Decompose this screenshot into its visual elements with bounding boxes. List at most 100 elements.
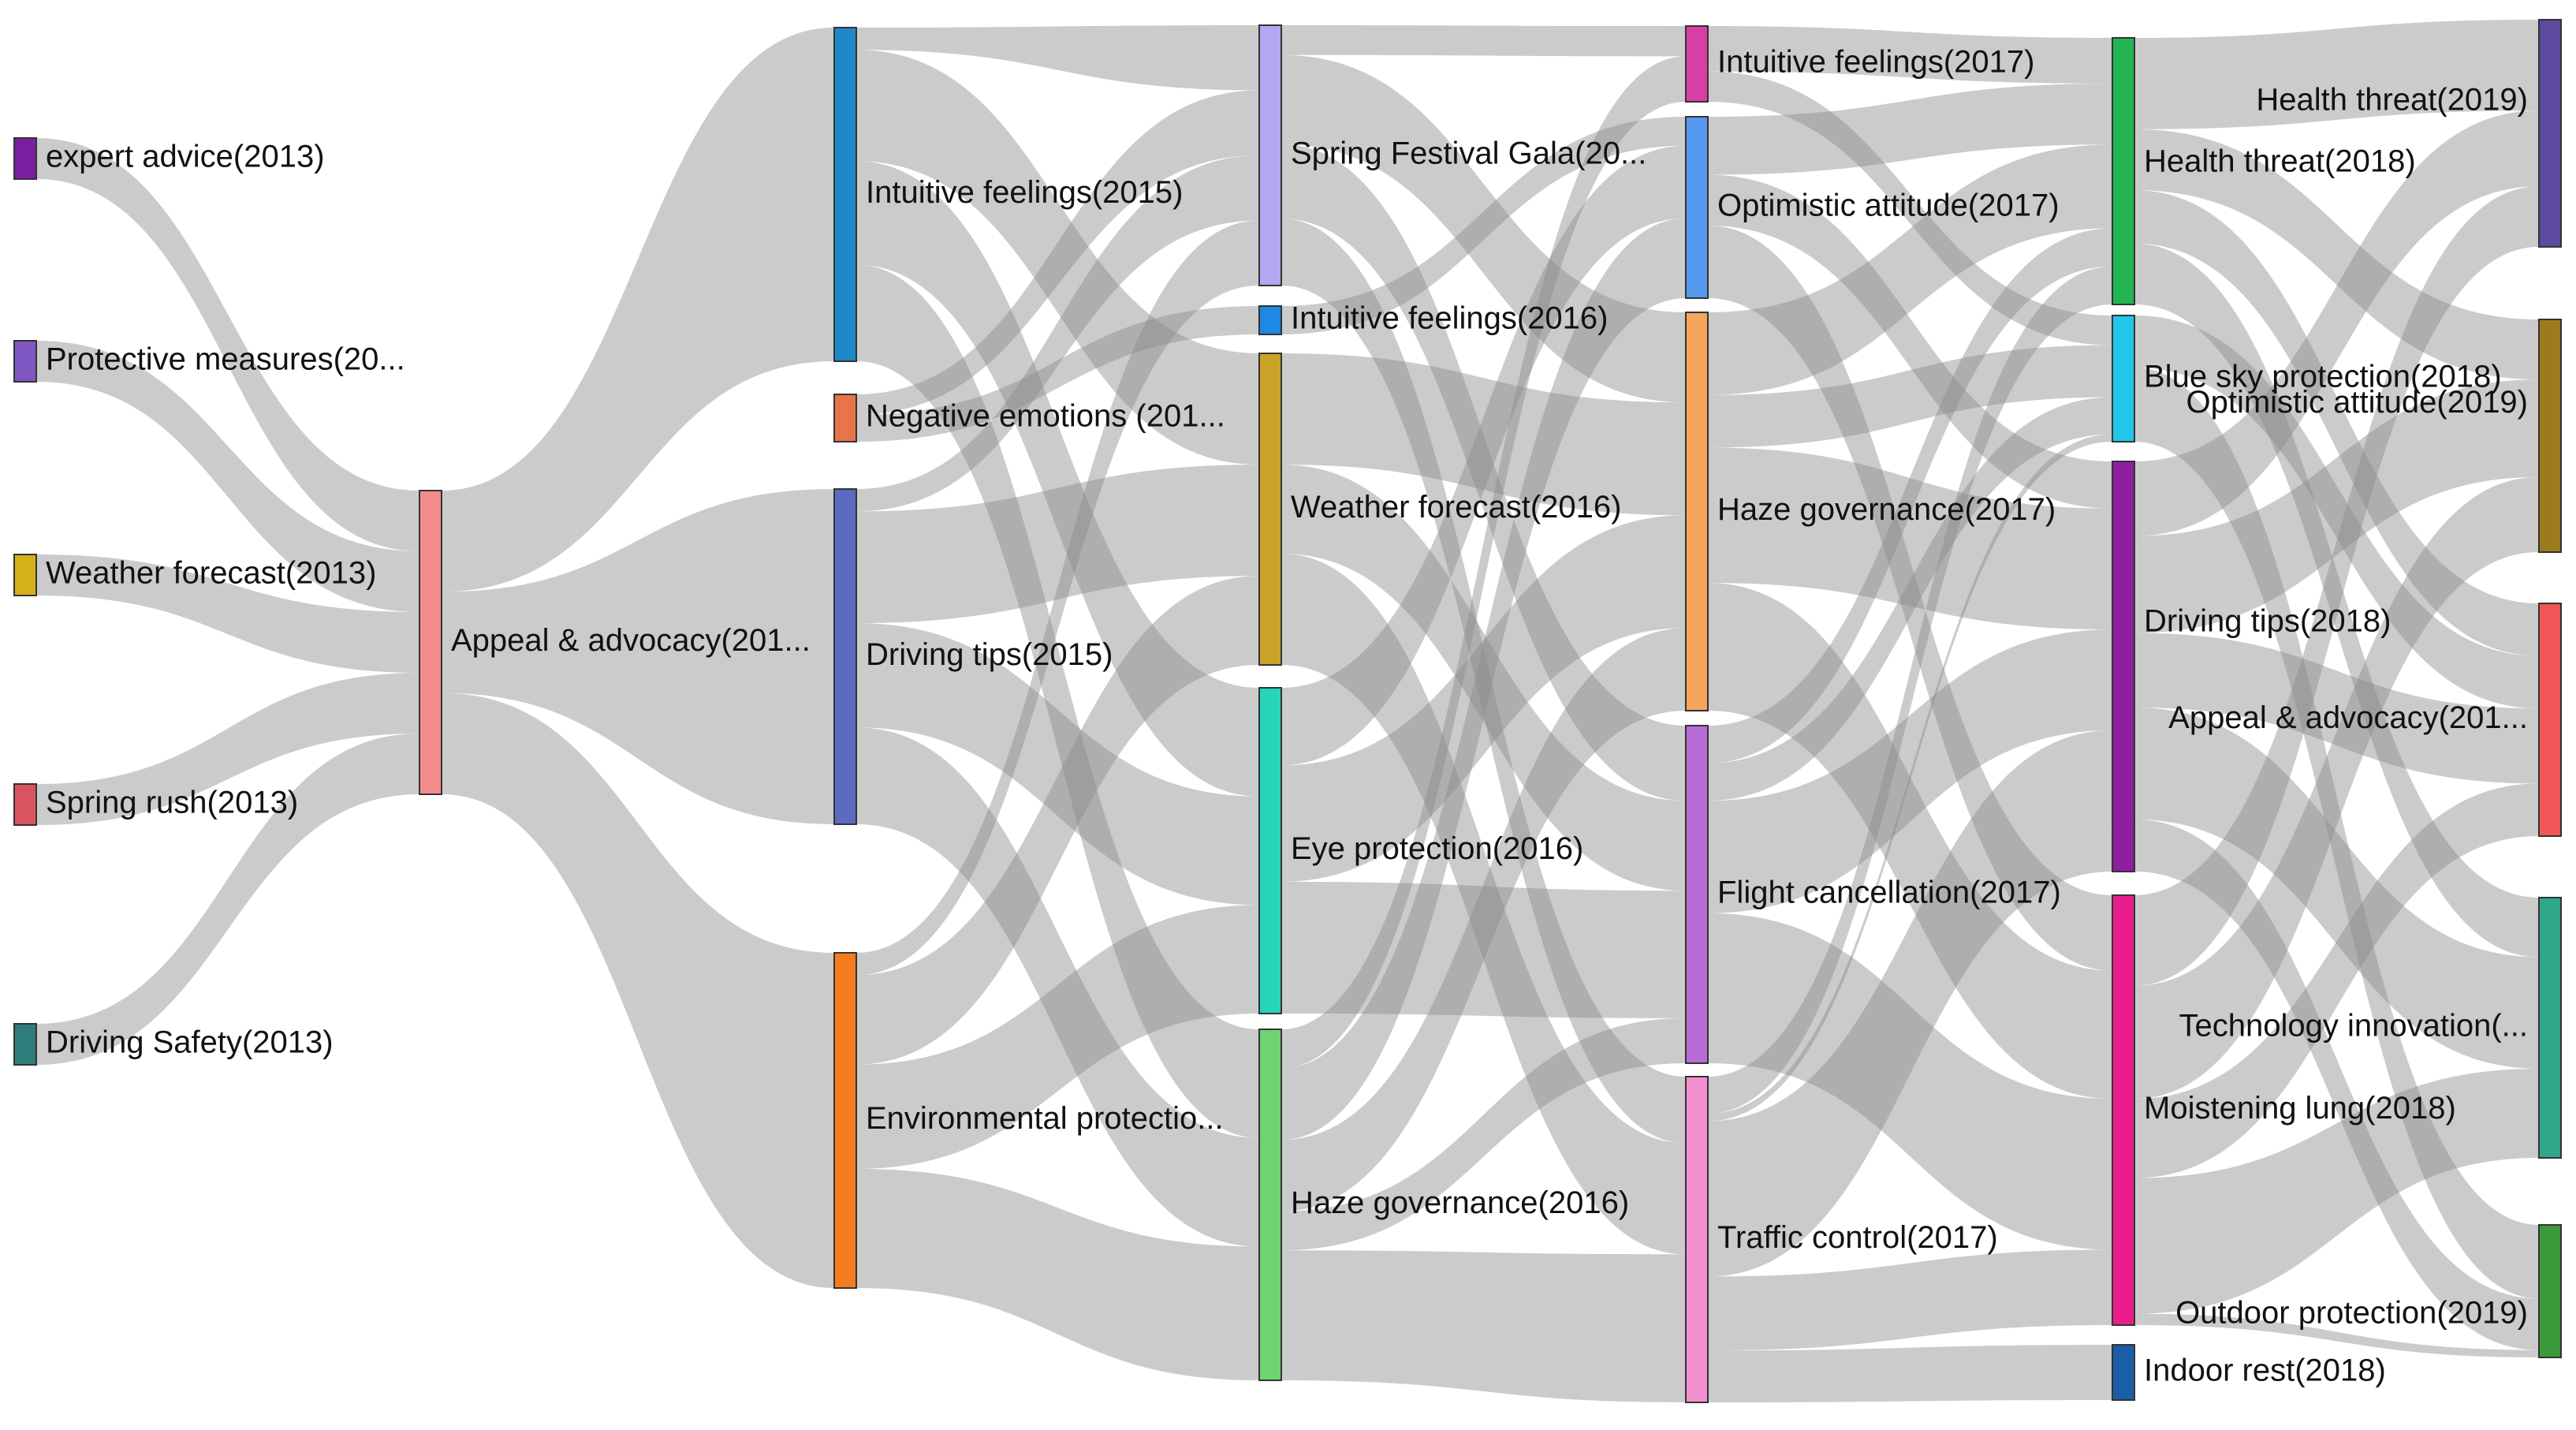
node-n2019_tech[interactable]: Technology innovation(... [2179,897,2562,1159]
node-label-n2018_health: Health threat(2018) [2144,144,2416,179]
node-rect-n2018_driving[interactable] [2112,461,2135,872]
node-label-n2018_moist: Moistening lung(2018) [2144,1091,2456,1126]
node-label-n2016_haze: Haze governance(2016) [1291,1185,1629,1220]
node-n2018_indoor[interactable]: Indoor rest(2018) [2112,1344,2386,1401]
link-n2017_optimistic-to-n2018_moist [1708,226,2112,971]
node-n2013_weather[interactable]: Weather forecast(2013) [13,554,376,596]
node-n2016_intuitive[interactable]: Intuitive feelings(2016) [1258,301,1608,336]
node-rect-n2019_optimistic[interactable] [2538,319,2562,553]
node-n2016_haze[interactable]: Haze governance(2016) [1258,1029,1629,1381]
link-n_appeal-to-n2015_env [442,693,834,1288]
node-rect-n2013_expert[interactable] [13,137,37,180]
link-n2018_health-to-n2019_appeal [2134,190,2539,656]
node-rect-n2018_health[interactable] [2112,37,2135,305]
node-n2019_appeal[interactable]: Appeal & advocacy(201... [2168,603,2562,837]
node-label-n2017_haze: Haze governance(2017) [1717,492,2056,527]
node-n2013_protect[interactable]: Protective measures(20... [13,340,405,383]
link-n2015_driving-to-n2016_weather [856,465,1259,623]
node-n2015_env[interactable]: Environmental protectio... [833,952,1224,1289]
link-n2015_intuitive-to-n2016_gala [856,25,1259,91]
node-rect-n2019_health[interactable] [2538,19,2562,248]
node-rect-n2017_intuitive[interactable] [1685,25,1709,103]
node-label-n2018_bluesky: Blue sky protection(2018) [2144,360,2502,394]
node-label-n_appeal: Appeal & advocacy(201... [451,623,811,658]
node-n2017_optimistic[interactable]: Optimistic attitude(2017) [1685,116,2060,299]
node-n2013_spring[interactable]: Spring rush(2013) [13,783,298,826]
link-n2013_expert-to-n_appeal [36,138,419,551]
link-n2016_gala-to-n2017_intuitive [1281,25,1686,57]
node-rect-n2013_protect[interactable] [13,340,37,383]
node-n2018_health[interactable]: Health threat(2018) [2112,37,2416,305]
node-n2015_driving[interactable]: Driving tips(2015) [833,488,1113,825]
node-n2018_moist[interactable]: Moistening lung(2018) [2112,894,2456,1326]
link-n2016_eye-to-n2017_optimistic [1281,145,1686,766]
node-n2015_intuitive[interactable]: Intuitive feelings(2015) [833,27,1183,362]
link-n2016_haze-to-n2017_flight [1281,1017,1686,1251]
node-label-n2019_health: Health threat(2019) [2256,83,2528,118]
node-rect-n2015_driving[interactable] [833,488,857,825]
node-n2013_driving[interactable]: Driving Safety(2013) [13,1023,334,1066]
link-n2017_flight-to-n2018_moist [1708,913,2112,1250]
node-rect-n2018_indoor[interactable] [2112,1344,2135,1401]
node-rect-n2017_flight[interactable] [1685,725,1709,1064]
link-n_appeal-to-n2015_driving [442,489,834,824]
link-n2016_eye-to-n2017_haze [1281,515,1686,882]
node-n2016_weather[interactable]: Weather forecast(2016) [1258,353,1621,666]
node-rect-n2015_negative[interactable] [833,394,857,442]
node-rect-n2019_outdoor[interactable] [2538,1224,2562,1358]
link-n2015_env-to-n2016_gala [856,220,1259,976]
node-n2017_haze[interactable]: Haze governance(2017) [1685,312,2056,711]
node-n2019_health[interactable]: Health threat(2019) [2256,19,2562,248]
link-n2018_bluesky-to-n2019_appeal [2134,315,2539,709]
link-n2015_intuitive-to-n2016_weather [856,50,1259,465]
link-n2016_intuitive-to-n2017_optimistic [1281,117,1686,334]
link-n2013_driving-to-n_appeal [36,734,419,1065]
node-label-n2018_indoor: Indoor rest(2018) [2144,1353,2386,1388]
node-rect-n2016_eye[interactable] [1258,687,1282,1014]
node-rect-n2018_bluesky[interactable] [2112,315,2135,442]
node-rect-n_appeal[interactable] [419,490,442,795]
node-rect-n2019_tech[interactable] [2538,897,2562,1159]
link-n2013_weather-to-n_appeal [36,554,419,673]
node-label-n2013_spring: Spring rush(2013) [46,786,298,820]
link-n2016_weather-to-n2017_haze [1281,353,1686,516]
node-rect-n2013_weather[interactable] [13,554,37,596]
node-rect-n2016_weather[interactable] [1258,353,1282,666]
node-rect-n2018_moist[interactable] [2112,894,2135,1326]
node-label-n2015_driving: Driving tips(2015) [866,637,1113,672]
node-rect-n2017_haze[interactable] [1685,312,1709,711]
node-n2013_expert[interactable]: expert advice(2013) [13,137,325,180]
node-n2019_optimistic[interactable]: Optimistic attitude(2019) [2186,319,2562,553]
node-rect-n2013_spring[interactable] [13,783,37,826]
link-n2016_weather-to-n2017_traffic [1281,553,1686,1255]
node-label-n2017_flight: Flight cancellation(2017) [1717,876,2061,910]
node-n2017_intuitive[interactable]: Intuitive feelings(2017) [1685,25,2034,103]
node-rect-n2017_traffic[interactable] [1685,1076,1709,1403]
node-n2019_outdoor[interactable]: Outdoor protection(2019) [2175,1224,2562,1358]
link-n2015_driving-to-n2016_haze [856,727,1259,1247]
node-rect-n2017_optimistic[interactable] [1685,116,1709,299]
node-n2015_negative[interactable]: Negative emotions (201... [833,394,1225,442]
node-n2017_flight[interactable]: Flight cancellation(2017) [1685,725,2061,1064]
node-n2017_traffic[interactable]: Traffic control(2017) [1685,1076,1998,1403]
node-n2016_eye[interactable]: Eye protection(2016) [1258,687,1583,1014]
node-rect-n2016_gala[interactable] [1258,24,1282,286]
node-rect-n2015_intuitive[interactable] [833,27,857,362]
node-rect-n2016_intuitive[interactable] [1258,305,1282,335]
node-label-n2016_gala: Spring Festival Gala(20... [1291,136,1646,171]
node-n2018_bluesky[interactable]: Blue sky protection(2018) [2112,315,2502,442]
node-n2016_gala[interactable]: Spring Festival Gala(20... [1258,24,1646,286]
link-n2016_haze-to-n2017_traffic [1281,1250,1686,1402]
link-n2017_haze-to-n2018_driving [1708,447,2112,630]
node-n_appeal[interactable]: Appeal & advocacy(201... [419,490,811,795]
link-n2013_spring-to-n_appeal [36,673,419,825]
link-n2017_traffic-to-n2018_driving [1708,730,2112,1233]
node-rect-n2019_appeal[interactable] [2538,603,2562,837]
link-n2017_intuitive-to-n2018_bluesky [1708,71,2112,345]
node-rect-n2015_env[interactable] [833,952,857,1289]
node-rect-n2016_haze[interactable] [1258,1029,1282,1381]
node-rect-n2013_driving[interactable] [13,1023,37,1066]
node-label-n2019_outdoor: Outdoor protection(2019) [2175,1296,2528,1331]
link-n2017_traffic-to-n2018_moist [1708,1249,2112,1351]
node-n2018_driving[interactable]: Driving tips(2018) [2112,461,2391,872]
